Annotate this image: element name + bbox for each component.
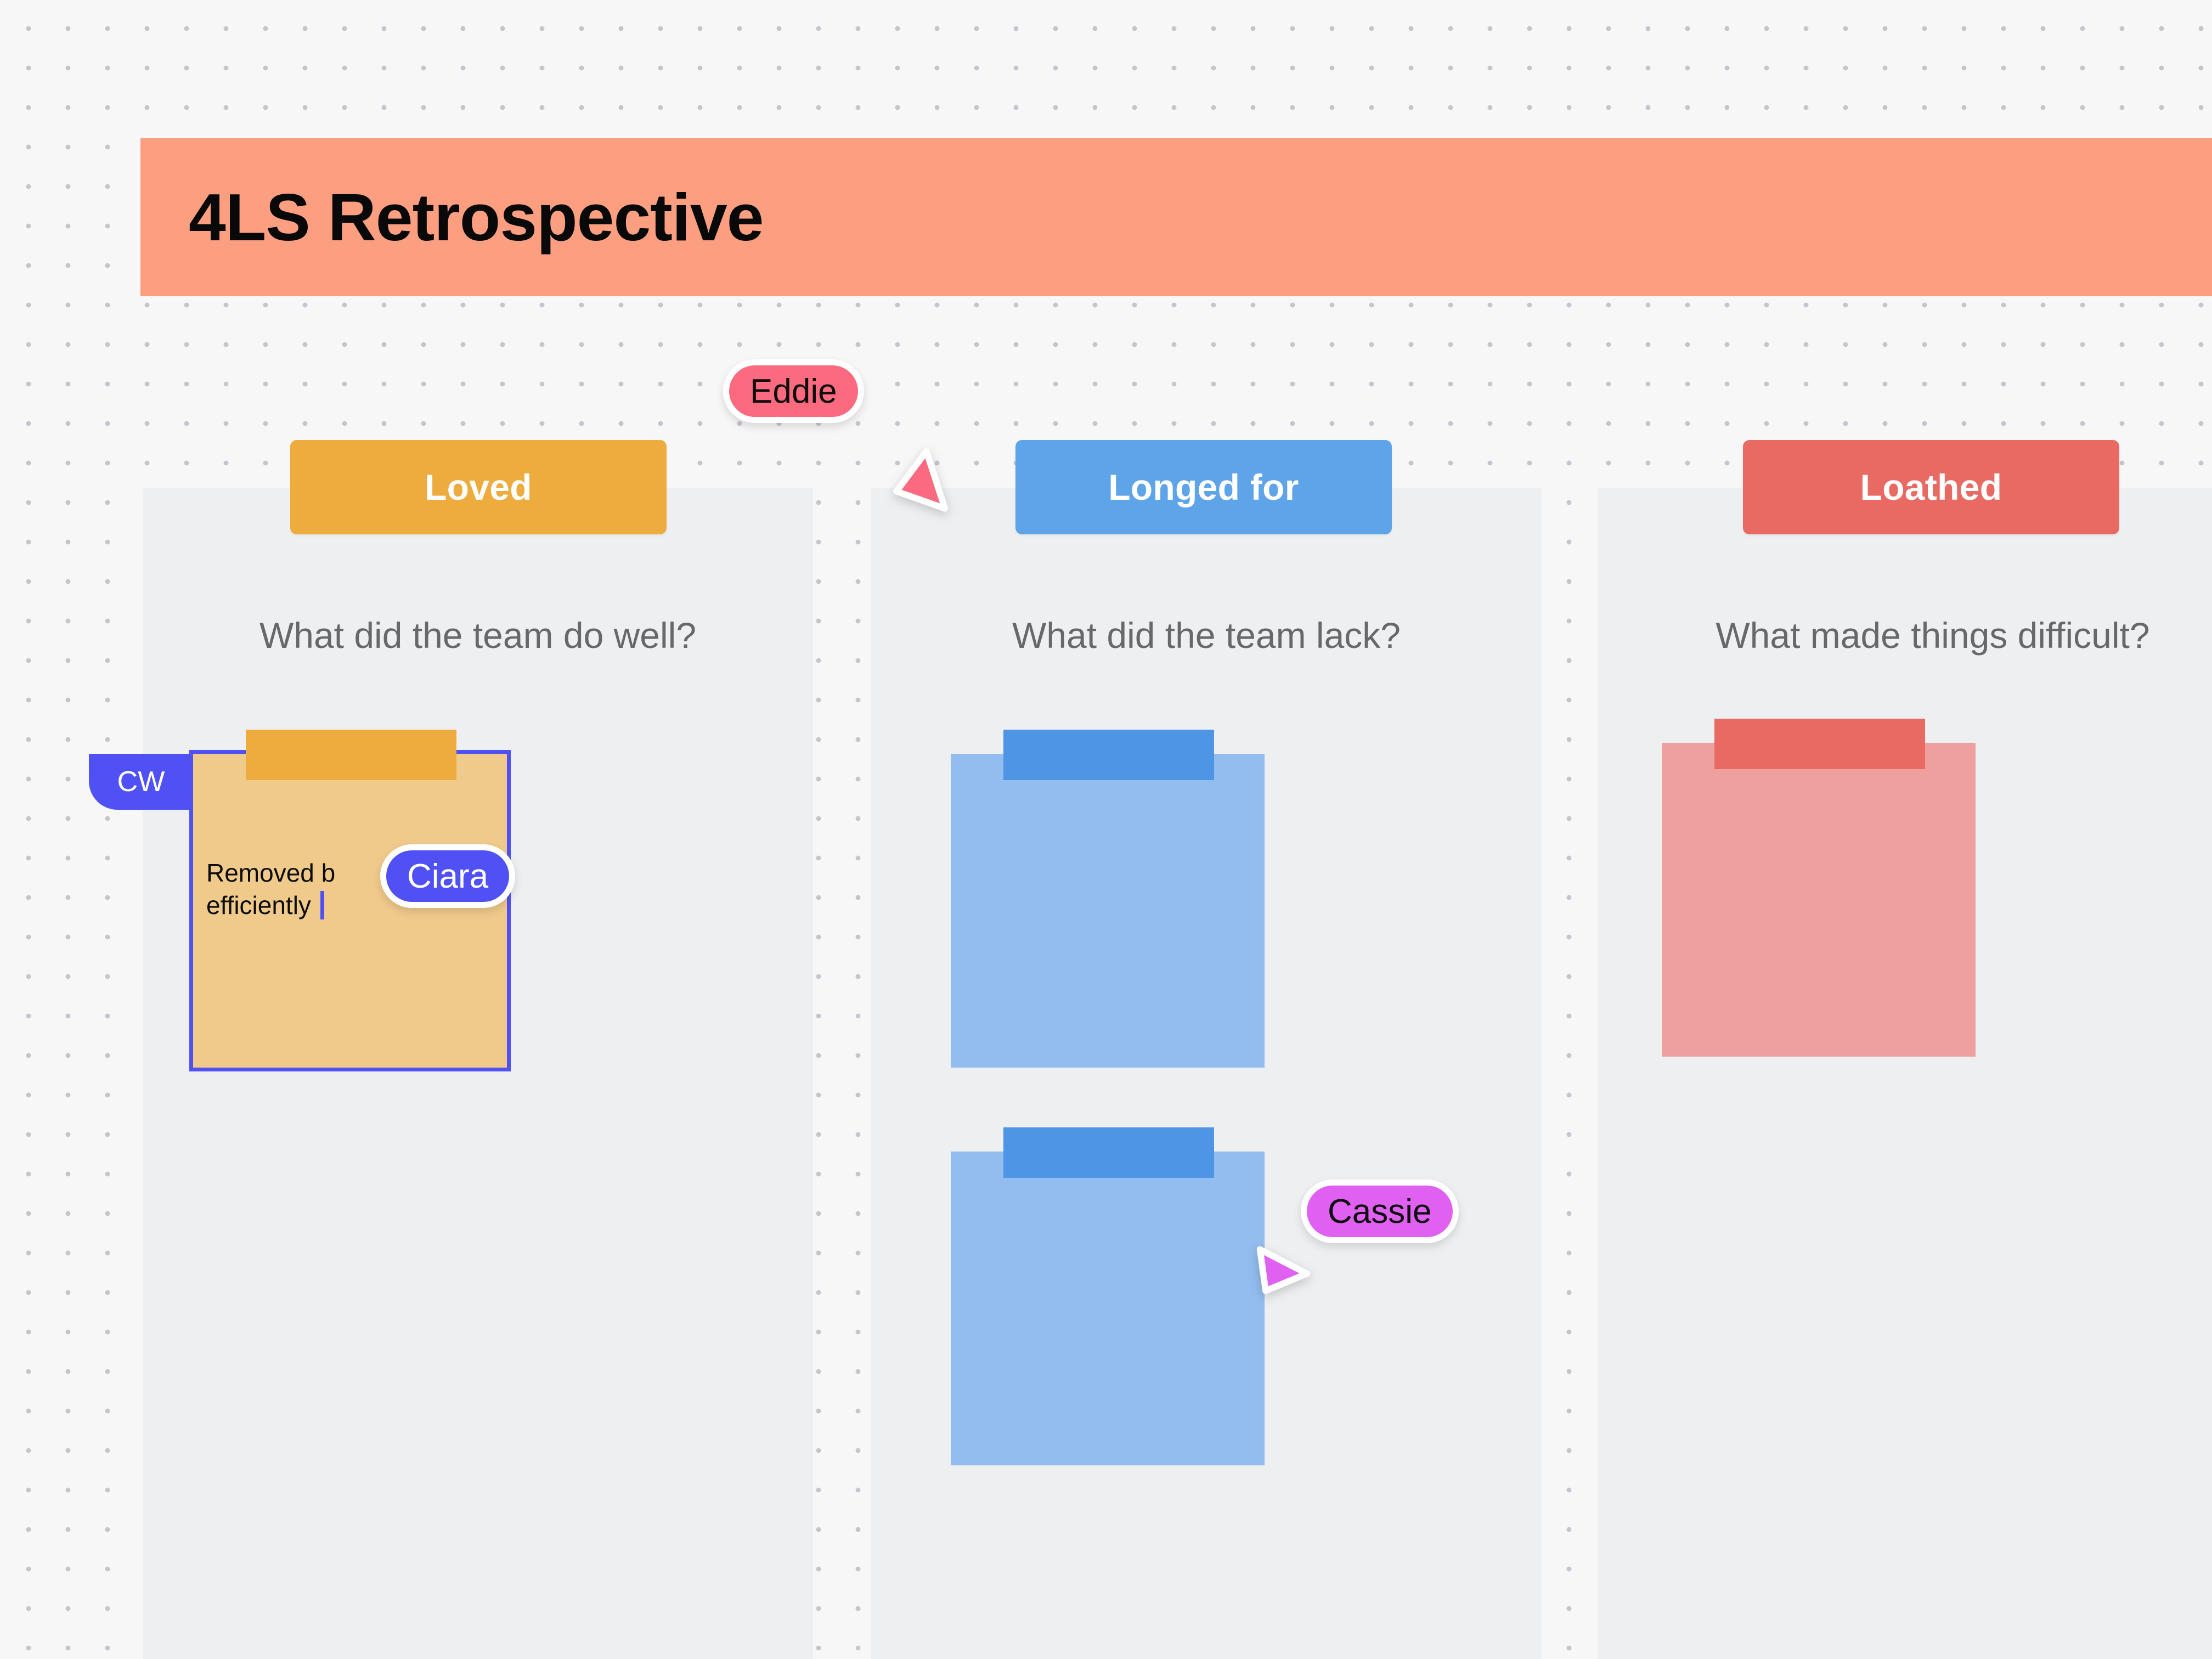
avatar: CW <box>89 754 193 810</box>
sticky-note-text[interactable]: Removed b efficiently <box>206 857 492 922</box>
collaborator-name: Eddie <box>750 372 837 410</box>
column-prompt-longed-for: What did the team lack? <box>1012 615 1401 656</box>
sticky-note-tape <box>1003 1127 1214 1178</box>
collaborator-name-pill: Cassie <box>1301 1180 1459 1243</box>
text-caret-icon <box>320 890 324 919</box>
sticky-note-body[interactable] <box>1662 743 1976 1057</box>
sticky-note-body[interactable] <box>951 1152 1265 1465</box>
cursor-arrow-icon <box>1256 1246 1311 1294</box>
page-title: 4LS Retrospective <box>189 180 764 255</box>
sticky-note-text-line-2: efficiently <box>206 890 318 919</box>
column-header-loved[interactable]: Loved <box>290 440 667 534</box>
collaborator-name: Ciara <box>407 857 489 895</box>
sticky-note-body[interactable] <box>193 754 507 1068</box>
sticky-note-tape <box>1714 719 1925 769</box>
column-prompt-loved: What did the team do well? <box>259 615 697 656</box>
column-header-label: Loved <box>425 467 532 507</box>
collaborator-name-pill: Eddie <box>723 359 864 423</box>
board-title-banner[interactable]: 4LS Retrospective <box>140 138 2212 296</box>
collaborator-name-pill: Ciara <box>380 844 516 908</box>
sticky-note-body[interactable] <box>951 754 1265 1068</box>
column-prompt-loathed: What made things difficult? <box>1716 615 2150 656</box>
sticky-note-tape <box>246 730 456 780</box>
column-header-loathed[interactable]: Loathed <box>1743 440 2119 534</box>
cursor-arrow-icon <box>893 448 949 512</box>
sticky-note-text-line-1: Removed b <box>206 859 336 887</box>
sticky-note-tape <box>1003 730 1214 780</box>
collaborator-name: Cassie <box>1328 1192 1432 1231</box>
column-panel-loved[interactable] <box>143 488 813 1659</box>
column-header-label: Longed for <box>1108 467 1299 507</box>
column-panel-longed-for[interactable] <box>871 488 1542 1659</box>
column-panel-loathed[interactable] <box>1598 488 2212 1659</box>
column-header-label: Loathed <box>1860 467 2002 507</box>
column-header-longed-for[interactable]: Longed for <box>1015 440 1392 534</box>
avatar-initials: CW <box>117 766 165 798</box>
